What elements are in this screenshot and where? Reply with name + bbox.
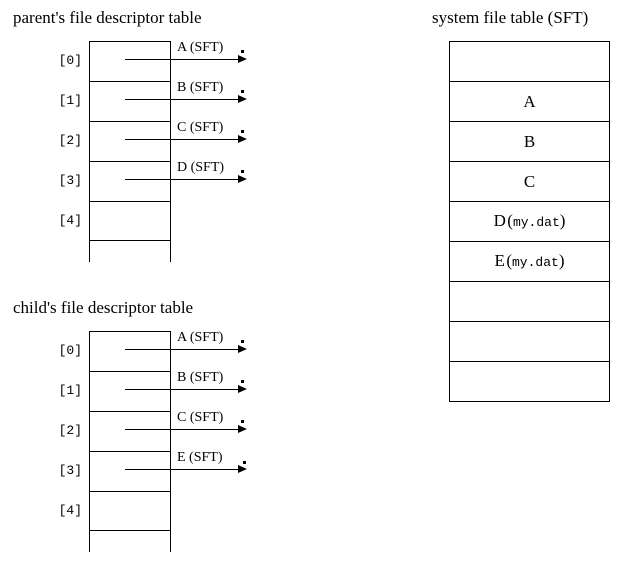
- paren-tail-mark: [241, 420, 244, 423]
- pointer-line: [125, 389, 238, 390]
- sft-entry-label: C: [523, 171, 536, 191]
- arrowhead-icon: [238, 55, 247, 63]
- table-border-left: [89, 41, 90, 262]
- table-row[interactable]: [89, 371, 171, 411]
- child-pointer-2[interactable]: [125, 424, 247, 436]
- parent-pointer-3[interactable]: [125, 174, 247, 186]
- sft-row[interactable]: D (my.dat): [450, 202, 609, 242]
- table-row[interactable]: [89, 411, 171, 451]
- system-file-table: A B C D (my.dat) E (my.dat): [449, 41, 610, 402]
- parent-pointer-label-1: B (SFT): [177, 80, 224, 95]
- arrowhead-icon: [238, 345, 247, 353]
- arrowhead-icon: [238, 385, 247, 393]
- table-row[interactable]: [89, 331, 171, 371]
- sft-entry-paren-close: ): [559, 210, 566, 230]
- sft-entry-letter: E: [494, 250, 505, 270]
- child-file-descriptor-table: [89, 331, 171, 552]
- sft-row[interactable]: [450, 322, 609, 362]
- child-pointer-0[interactable]: [125, 344, 247, 356]
- paren-tail-mark: [241, 380, 244, 383]
- pointer-line: [125, 179, 238, 180]
- child-pointer-label-3: E (SFT): [177, 450, 223, 465]
- sft-table-title: system file table (SFT): [432, 8, 589, 27]
- parent-pointer-1[interactable]: [125, 94, 247, 106]
- pointer-line: [125, 429, 238, 430]
- arrowhead-icon: [238, 465, 247, 473]
- sft-row[interactable]: [450, 42, 609, 82]
- sft-row[interactable]: [450, 362, 609, 402]
- table-row[interactable]: [89, 41, 171, 81]
- arrowhead-icon: [238, 95, 247, 103]
- table-row[interactable]: [89, 201, 171, 241]
- table-row[interactable]: [89, 491, 171, 531]
- child-index-4: [4]: [58, 503, 82, 518]
- sft-entry-label: D (my.dat): [494, 211, 566, 233]
- child-index-0: [0]: [58, 343, 82, 358]
- sft-entry-label: E (my.dat): [495, 251, 565, 273]
- child-index-2: [2]: [58, 423, 82, 438]
- child-pointer-3[interactable]: [125, 464, 247, 476]
- sft-row[interactable]: C: [450, 162, 609, 202]
- paren-tail-mark: [241, 50, 244, 53]
- table-row[interactable]: [89, 161, 171, 201]
- parent-file-descriptor-table: [89, 41, 171, 262]
- parent-pointer-label-2: C (SFT): [177, 120, 224, 135]
- sft-entry-label: B: [523, 131, 536, 151]
- table-row[interactable]: [89, 121, 171, 161]
- parent-index-4: [4]: [58, 213, 82, 228]
- arrowhead-icon: [238, 135, 247, 143]
- sft-entry-paren-close: ): [558, 250, 565, 270]
- parent-pointer-2[interactable]: [125, 134, 247, 146]
- child-index-3: [3]: [58, 463, 82, 478]
- parent-pointer-0[interactable]: [125, 54, 247, 66]
- paren-tail-mark: [241, 130, 244, 133]
- sft-row[interactable]: E (my.dat): [450, 242, 609, 282]
- paren-tail-mark: [241, 340, 244, 343]
- parent-index-2: [2]: [58, 133, 82, 148]
- pointer-line: [125, 469, 238, 470]
- table-border-right: [170, 331, 171, 552]
- sft-entry-paren-open: (: [505, 210, 513, 230]
- pointer-line: [125, 59, 238, 60]
- parent-table-title: parent's file descriptor table: [13, 8, 202, 27]
- child-pointer-1[interactable]: [125, 384, 247, 396]
- child-index-1: [1]: [58, 383, 82, 398]
- sft-entry-filename: my.dat: [512, 254, 559, 270]
- paren-tail-mark: [241, 170, 244, 173]
- sft-row[interactable]: B: [450, 122, 609, 162]
- child-table-title: child's file descriptor table: [13, 298, 194, 317]
- child-pointer-label-2: C (SFT): [177, 410, 224, 425]
- sft-entry-label: A: [523, 91, 536, 111]
- table-border-left: [89, 331, 90, 552]
- child-pointer-label-1: B (SFT): [177, 370, 224, 385]
- table-row[interactable]: [89, 451, 171, 491]
- pointer-line: [125, 349, 238, 350]
- sft-entry-letter: D: [493, 210, 506, 230]
- sft-row[interactable]: [450, 282, 609, 322]
- sft-entry-paren-open: (: [504, 250, 512, 270]
- parent-pointer-label-3: D (SFT): [177, 160, 225, 175]
- pointer-line: [125, 139, 238, 140]
- parent-pointer-label-0: A (SFT): [177, 40, 224, 55]
- arrowhead-icon: [238, 425, 247, 433]
- pointer-line: [125, 99, 238, 100]
- paren-tail-mark: [241, 90, 244, 93]
- paren-tail-mark: [243, 461, 246, 464]
- table-row[interactable]: [89, 81, 171, 121]
- sft-entry-filename: my.dat: [512, 214, 560, 230]
- arrowhead-icon: [238, 175, 247, 183]
- parent-index-0: [0]: [58, 53, 82, 68]
- parent-index-1: [1]: [58, 93, 82, 108]
- parent-index-3: [3]: [58, 173, 82, 188]
- table-border-right: [170, 41, 171, 262]
- sft-row[interactable]: A: [450, 82, 609, 122]
- child-pointer-label-0: A (SFT): [177, 330, 224, 345]
